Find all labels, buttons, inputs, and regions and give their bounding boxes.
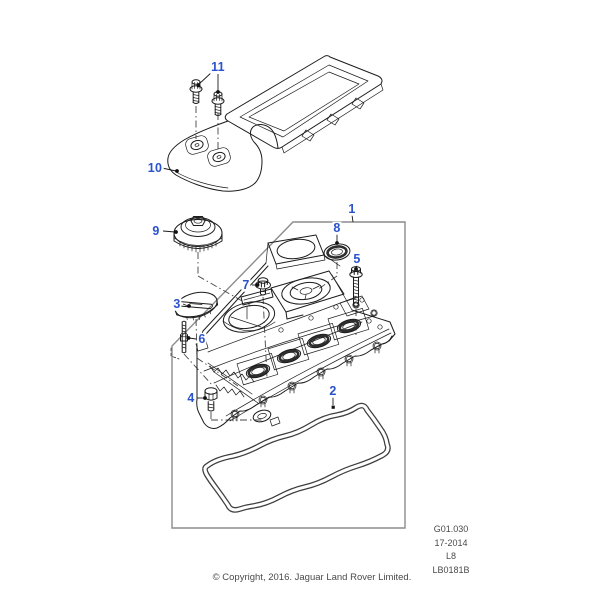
leader-dots — [174, 83, 358, 409]
copyright-text: © Copyright, 2016. Jaguar Land Rover Lim… — [212, 572, 412, 583]
reference-line: 17-2014 — [434, 537, 468, 548]
callout-10[interactable]: 10 — [146, 160, 164, 175]
callout-3[interactable]: 3 — [172, 296, 182, 311]
bolt-drawing-5 — [349, 266, 363, 307]
engine-cover-bolts-drawing — [189, 79, 225, 116]
seal-grommet-drawing — [323, 243, 351, 261]
reference-line: L8 — [445, 551, 457, 561]
figure-reference-block: G01.030 17-2014 L8 LB0181B — [432, 523, 469, 577]
callout-5[interactable]: 5 — [352, 251, 362, 266]
reference-line: G01.030 — [433, 524, 469, 534]
leader-lines — [161, 71, 358, 405]
callout-9[interactable]: 9 — [151, 223, 161, 238]
assembly-axis-lines — [170, 106, 357, 421]
callout-11[interactable]: 11 — [210, 59, 226, 74]
callout-7[interactable]: 7 — [241, 277, 251, 292]
view-border — [171, 221, 406, 529]
stud-drawing — [180, 320, 188, 354]
camshaft-cover-drawing — [195, 234, 396, 429]
oil-filler-cap-drawing — [174, 291, 219, 321]
gasket-drawing — [202, 402, 391, 513]
filter-cap-drawing — [173, 216, 223, 253]
engine-cover-drawing — [167, 55, 384, 192]
callout-8[interactable]: 8 — [332, 220, 342, 235]
callout-2[interactable]: 2 — [328, 383, 338, 398]
bolt-drawing-4 — [204, 387, 218, 412]
callout-1[interactable]: 1 — [347, 201, 357, 216]
reference-line: LB0181B — [432, 564, 470, 575]
flange-bosses — [230, 301, 382, 422]
callout-6[interactable]: 6 — [197, 331, 207, 346]
callout-4[interactable]: 4 — [186, 390, 196, 405]
